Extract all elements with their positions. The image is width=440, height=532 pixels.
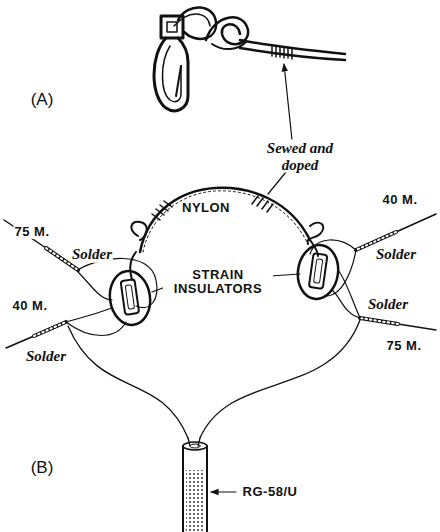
rope-knot [174,7,345,60]
note-label: Sewed and doped [258,140,342,173]
band-label: 40 M. [381,193,418,207]
leader-line [211,491,236,492]
coax-cable [183,438,207,532]
band-label: 75 M. [13,225,50,239]
leader-line [270,274,300,276]
snap-hook [154,16,188,111]
band-label: 75 M. [385,339,422,353]
part-label: NYLON [181,201,231,215]
antenna-wire [200,214,436,438]
nylon-cord [130,188,323,280]
strain-insulator [106,268,153,327]
leader-line [284,64,292,140]
figure-letter: (B) [30,459,55,478]
part-label: STRAIN INSULATORS [163,268,273,297]
band-label: 40 M. [11,299,48,313]
joint-label: Solder [367,296,409,313]
joint-label: Solder [375,246,417,263]
joint-label: Solder [25,348,67,365]
figure-letter: (A) [30,91,55,110]
cable-label: RG-58/U [242,485,299,499]
joint-label: Solder [71,246,113,263]
leader-line [268,172,286,194]
antenna-wire [4,220,188,438]
